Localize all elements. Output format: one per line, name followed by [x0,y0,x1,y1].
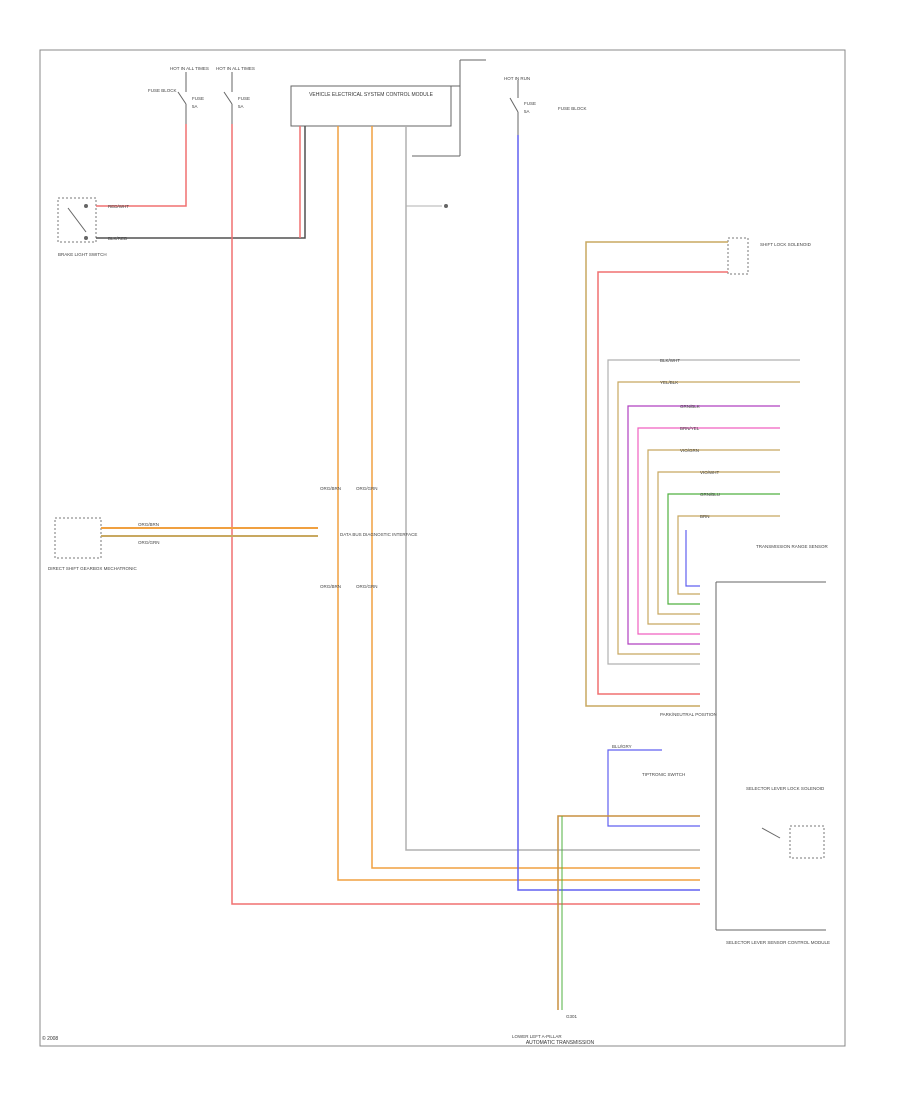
fuse-box-label-2: FUSE BLOCK [558,106,587,111]
wire-main-red [231,124,700,905]
fuse-3-label: FUSE [524,101,536,106]
tag-brn-yel: BRN/YEL [680,426,700,431]
fuse-3-hot-label: HOT IN RUN [504,76,530,81]
tag-blk-red: BLK/RED [108,236,128,241]
selector-switch-box [789,825,825,859]
tag-vio-wht: VIO/WHT [700,470,719,475]
fuse-2: HOT IN ALL TIMES FUSE 5A [216,66,255,124]
selector-sw-label: SELECTOR LEVER LOCK SOLENOID [746,786,825,791]
direct-shift-box: DIRECT SHIFT GEARBOX MECHATRONIC [48,517,138,571]
wire-brake-black-red [96,126,306,239]
wire-gray [405,126,700,851]
footer-center: AUTOMATIC TRANSMISSION [526,1040,595,1046]
conn-tag-3: ORG/BRN [320,584,341,589]
wire-ground [557,815,700,1010]
tag-grn-blk: GRN/BLK [680,404,700,409]
ground-label: LOWER LEFT A-PILLAR [512,1034,562,1039]
control-module-box: VEHICLE ELECTRICAL SYSTEM CONTROL MODULE [290,59,486,157]
tag-grn-blu: GRN/BLU [700,492,720,497]
control-module-title: VEHICLE ELECTRICAL SYSTEM CONTROL MODULE [309,92,433,98]
diagram-frame [39,49,846,1047]
brake-light-switch: BRAKE LIGHT SWITCH [57,197,107,257]
trans-range-bundle [607,359,800,665]
brake-switch-label: BRAKE LIGHT SWITCH [58,252,107,257]
fuse-1-label: FUSE [192,96,204,101]
tag-brn: BRN [700,514,710,519]
conn-tag-1: ORG/BRN [320,486,341,491]
fuse-2-hot-label: HOT IN ALL TIMES [216,66,255,71]
wire-blue [517,135,700,891]
wire-orange-green [371,126,700,869]
tag-yel-blk: YEL/BLK [660,380,678,385]
tag-org-brn: ORG/BRN [138,522,159,527]
tiptronic-label: TIPTRONIC SWITCH [642,772,685,777]
shift-lock-solenoid: SHIFT LOCK SOLENOID [727,237,812,275]
wire-shift-tan [585,241,728,707]
conn-tag-4: ORG/GRN [356,584,378,589]
fuse-box-label: FUSE BLOCK [148,88,177,93]
diagnostic-connector: ORG/BRN ORG/GRN DATA BUS DIAGNOSTIC INTE… [320,486,417,589]
conn-tag-2: ORG/GRN [356,486,378,491]
branch-terminal [444,204,448,208]
selector-lever-module: SELECTOR LEVER LOCK SOLENOID SELECTOR LE… [715,581,830,945]
wire-orange-brown [337,126,700,881]
footer-left: © 2008 [42,1035,58,1042]
tag-red-wht: RED/WHT [108,204,129,209]
selector-label: SELECTOR LEVER SENSOR CONTROL MODULE [726,940,830,945]
fuse-2-label: FUSE [238,96,250,101]
connector-label: DATA BUS DIAGNOSTIC INTERFACE [340,532,417,537]
wire-brake-red [96,124,187,207]
tag-blu-gry: BLU/GRY [612,744,632,749]
tag-blk-wht: BLK/WHT [660,358,680,363]
tag-org-grn: ORG/GRN [138,540,160,545]
fuse-3: HOT IN RUN FUSE 5A FUSE BLOCK [504,76,587,135]
solenoid-label: PARK/NEUTRAL POSITION [660,712,717,717]
ground-id: G301 [566,1014,578,1019]
wire-shift-red [597,271,728,695]
direct-shift-label: DIRECT SHIFT GEARBOX MECHATRONIC [48,566,138,571]
fuse-3-rating: 5A [524,109,530,114]
shift-lock-label: SHIFT LOCK SOLENOID [760,242,812,247]
fuse-1-rating: 5A [192,104,198,109]
fuse-1: HOT IN ALL TIMES FUSE 5A FUSE BLOCK [148,66,209,124]
wire-tiptronic-blue [607,749,700,827]
trans-range-label: TRANSMISSION RANGE SENSOR [756,544,829,549]
tag-vio-grn: VIO/GRN [680,448,699,453]
fuse-1-hot-label: HOT IN ALL TIMES [170,66,209,71]
fuse-2-rating: 5A [238,104,244,109]
